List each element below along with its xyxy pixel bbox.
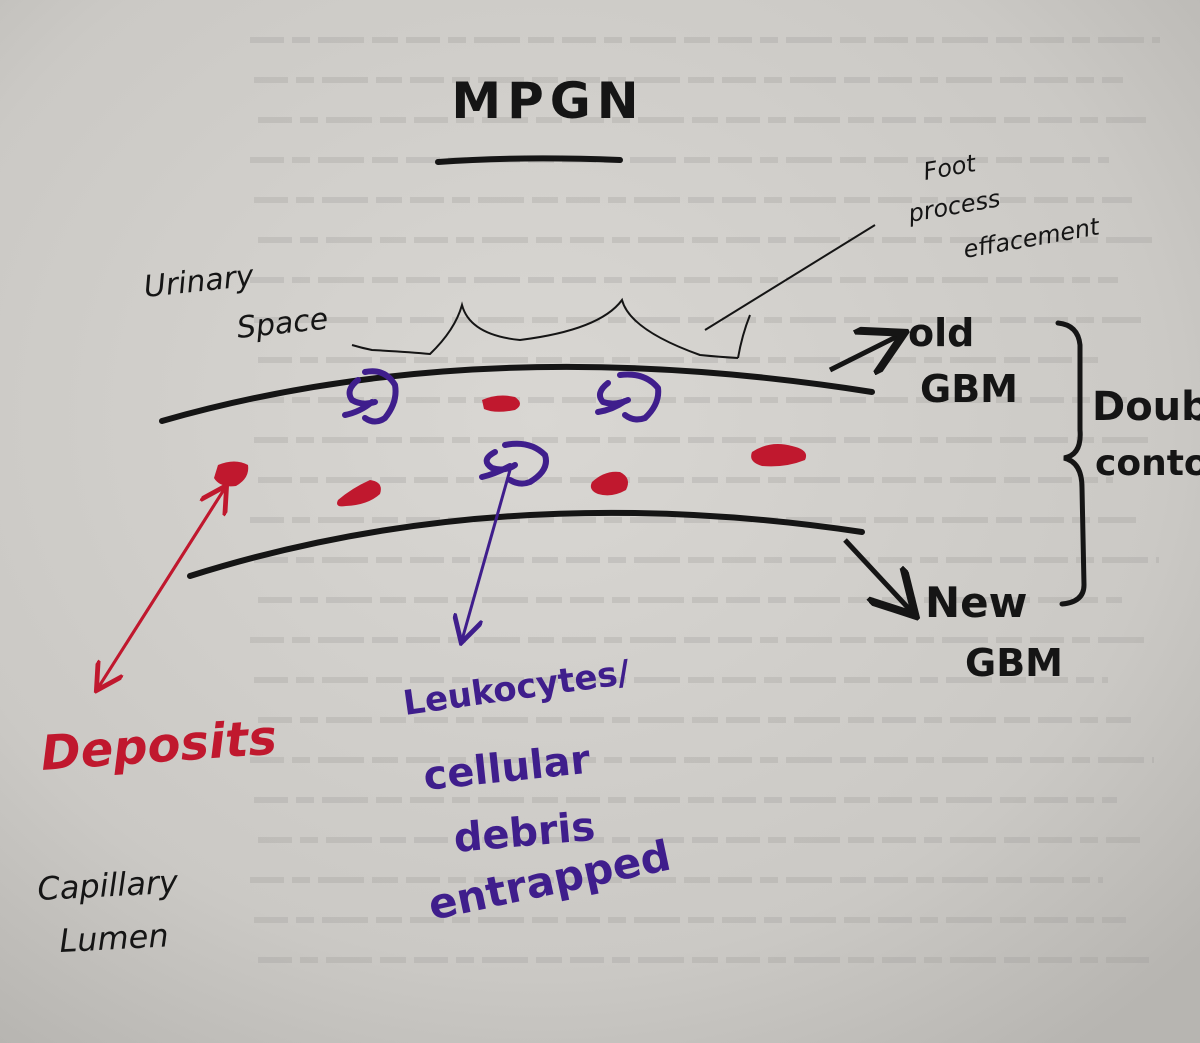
deposit-4 [337,480,381,507]
leukocytes-arrow [462,469,512,640]
label-capillary-lumen-line1: Capillary [36,863,179,908]
faint-printed-text-background [250,37,1160,963]
deposit-2 [482,395,520,412]
deposits [214,395,807,507]
deposit-1 [214,461,249,487]
label-new-gbm-line2: GBM [965,641,1063,685]
old-gbm-arrow [828,335,900,370]
leukocytes [342,368,662,487]
title-underline [435,155,623,165]
label-capillary-lumen-line2: Lumen [58,916,169,960]
label-new-gbm-line1: New [925,578,1027,627]
foot-processes [351,297,739,359]
label-double-contour-line2: contour [1095,443,1200,484]
new-gbm-line [187,509,865,579]
leukocyte-1 [342,368,399,425]
deposit-3 [751,444,807,467]
foot-process-pointer [704,224,876,331]
label-old-gbm-line1: old [908,311,974,355]
new-gbm-arrow [843,538,912,612]
title: MPGN [451,72,644,130]
label-double-contour-line1: Double [1092,384,1200,430]
label-old-gbm-line2: GBM [920,367,1018,411]
leukocyte-3 [595,371,662,423]
old-gbm-line [159,363,875,424]
deposit-5 [590,471,628,496]
leukocyte-2 [479,440,549,487]
double-contour-brace [1055,320,1087,607]
